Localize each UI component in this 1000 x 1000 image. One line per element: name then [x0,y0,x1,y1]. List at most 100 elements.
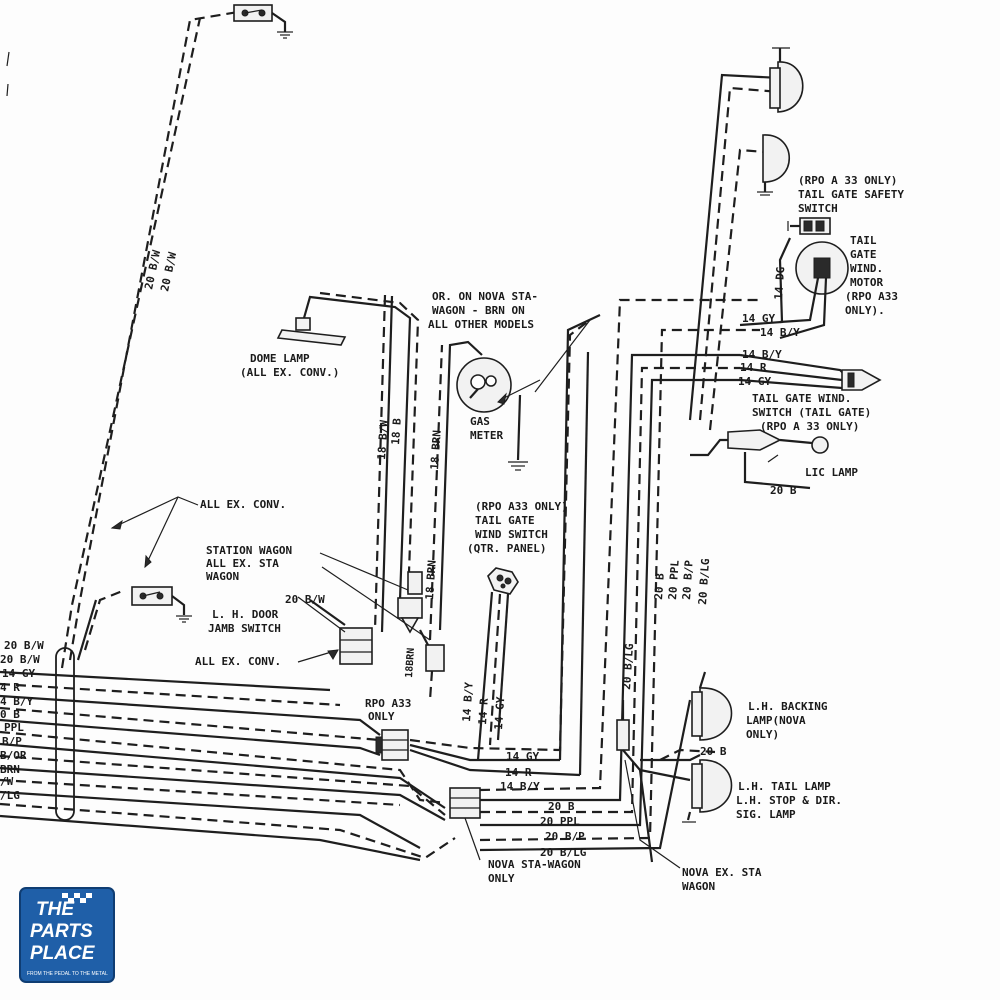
left-wire-labels: 20 B/W 20 B/W 14 GY 4 R 4 B/Y 0 B PPL B/… [0,639,44,802]
left-harness [0,647,456,862]
label-backing-1: L.H. BACKING [748,700,828,713]
label-rpo-a33-1: RPO A33 [365,697,411,710]
left-wire-5: 0 B [0,708,20,721]
label-gas-or: OR. ON NOVA STA- [432,290,538,303]
door-jamb-switch [131,586,192,623]
dome-lamp [276,291,420,601]
logo-badge [19,887,115,983]
left-wire-1: 20 B/W [0,653,40,666]
pointer-lines [110,496,681,869]
door-jamb-wires [76,588,126,661]
left-wire-4: 4 B/Y [0,695,33,708]
left-wire-6: PPL [4,721,24,734]
wire-label-b-20ppl: 20 PPL [540,815,580,828]
label-tail-2: L.H. STOP & DIR. [736,794,842,807]
label-safety-2: TAIL GATE SAFETY [798,188,904,201]
label-all-ex-conv-top: ALL EX. CONV. [200,498,286,511]
logo-line-2: PARTS [30,921,93,942]
left-wire-9: BRN [0,763,20,776]
wire-label-20blg: 20 B/LG [696,558,712,606]
wire-label-18brn: 18 BRN [428,430,444,471]
tail-gate-wind-switch [739,353,882,391]
label-door-jamb-2: JAMB SWITCH [208,622,281,635]
label-motor-4: MOTOR [850,276,883,289]
margin-mark [6,83,9,97]
label-motor-3: WIND. [850,262,883,275]
wire-label-tail-20b: 20 B [700,745,727,758]
label-nova-ex-1: NOVA EX. STA [682,866,762,879]
right-top-lamps [688,47,804,431]
label-gas-or3: ALL OTHER MODELS [428,318,534,331]
label-nova-sta-2: ONLY [488,872,515,885]
label-qtr-2: TAIL GATE [475,514,535,527]
left-wire-2: 14 GY [2,667,35,680]
label-tail-1: L.H. TAIL LAMP [738,780,831,793]
label-gas-meter-2: METER [470,429,503,442]
wire-label-18brn-c: 18BRN [404,647,417,678]
wire-label-20bp: 20 B/P [680,559,696,600]
label-qtr-4: (QTR. PANEL) [467,542,546,555]
label-gas-or2: WAGON - BRN ON [432,304,525,317]
wire-label-14by: 14 B/Y [460,681,476,722]
wire-label-b-20b: 20 B [548,800,575,813]
label-dome-lamp-sub: (ALL EX. CONV.) [240,366,339,379]
wire-label-20b: 20 B [652,573,667,601]
label-all-ex-conv-low: ALL EX. CONV. [195,655,281,668]
label-tg-wind-2: SWITCH (TAIL GATE) [752,406,871,419]
wire-label-14gy-2: 14 GY [738,375,771,388]
all-ex-conv-connector [339,627,373,665]
label-safety-3: SWITCH [798,202,838,215]
wire-label-14by-2: 14 B/Y [742,348,782,361]
left-wire-0: 20 B/W [4,639,44,652]
tail-gate-motor [739,217,849,340]
wire-label-20bw-h: 20 B/W [285,593,325,606]
logo-tagline: FROM THE PEDAL TO THE METAL [27,971,108,977]
wire-label-b-20blg: 20 B/LG [540,846,587,859]
left-wire-11: /LG [0,789,20,802]
logo-line-3: PLACE [30,943,96,964]
door-to-connector-wire [309,294,394,633]
wire-label-14dg: 14 DG [772,266,787,300]
wire-label-c-14gy: 14 GY [506,750,539,763]
label-motor-2: GATE [850,248,877,261]
label-rpo-a33-2: ONLY [368,710,395,723]
label-station-wagon-2: ALL EX. STA [206,557,279,570]
label-motor-5: (RPO A33 [845,290,898,303]
wire-label-18bw: 18 B/W [375,419,391,460]
label-safety-1: (RPO A 33 ONLY) [798,174,897,187]
logo-line-1: THE [36,899,75,920]
wire-label-14by-1: 14 B/Y [760,326,800,339]
wire-label-14gy: 14 GY [492,696,507,730]
wire-label-c-14by: 14 B/Y [500,780,540,793]
gas-meter [428,319,591,641]
wire-label-lic-20b: 20 B [770,484,797,497]
label-motor-1: TAIL [850,234,877,247]
label-nova-ex-2: WAGON [682,880,715,893]
checkered-flag-icon [62,893,92,903]
lic-lamp [690,429,829,490]
dome-connector [397,571,445,701]
top-switch [233,4,293,39]
wire-label-14gy-1: 14 GY [742,312,775,325]
wire-20bw-pair [60,10,239,669]
wire-label-14r: 14 R [476,698,491,726]
label-door-jamb-1: L. H. DOOR [212,608,279,621]
wire-label-18brn-b: 18 BRN [423,560,439,601]
left-wire-10: /W [0,775,14,788]
label-qtr-1: (RPO A33 ONLY) [475,500,568,513]
label-backing-3: ONLY) [746,728,779,741]
label-qtr-3: WIND SWITCH [475,528,548,541]
label-tg-wind-1: TAIL GATE WIND. [752,392,851,405]
label-gas-meter-1: GAS [470,415,490,428]
label-tail-3: SIG. LAMP [736,808,796,821]
label-motor-6: ONLY). [845,304,885,317]
rear-lamps [616,671,733,863]
label-tg-wind-3: (RPO A 33 ONLY) [760,420,859,433]
wire-label-b-20bp: 20 B/P [545,830,585,843]
label-station-wagon-1: STATION WAGON [206,544,292,557]
left-wire-8: B/OR [0,749,27,762]
label-nova-sta-1: NOVA STA-WAGON [488,858,581,871]
label-dome-lamp: DOME LAMP [250,352,310,365]
